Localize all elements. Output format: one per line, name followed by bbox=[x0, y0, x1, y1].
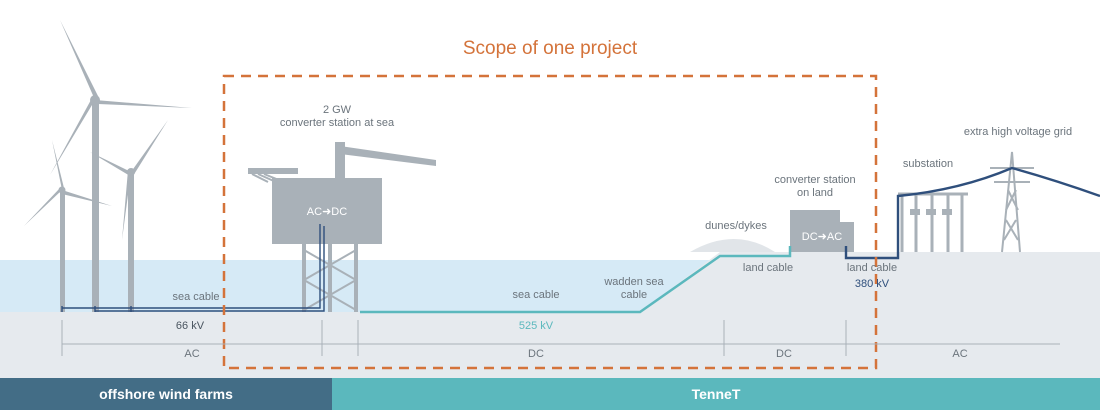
dune bbox=[690, 239, 775, 252]
offshore-wind-farms-band: offshore wind farms bbox=[0, 378, 332, 410]
offshore-station-label: 2 GW converter station at sea bbox=[262, 104, 412, 130]
land bbox=[640, 252, 1100, 312]
project-scope-frame bbox=[222, 74, 878, 370]
substation-label: substation bbox=[902, 158, 954, 170]
land-converter-label: DC➜AC bbox=[801, 231, 843, 243]
land-converter-building bbox=[790, 210, 854, 252]
ac-inter-array-cables bbox=[61, 224, 325, 312]
scope-title: Scope of one project bbox=[462, 38, 638, 59]
segment-axis bbox=[61, 320, 1060, 356]
sea-cable-label-main: sea cable bbox=[512, 289, 560, 301]
tennet-band: TenneT bbox=[332, 378, 1100, 410]
segment-dc-land: DC bbox=[776, 348, 792, 360]
wind-turbines bbox=[24, 20, 192, 312]
segment-ac-grid: AC bbox=[952, 348, 968, 360]
land-station-text: converter station on land bbox=[774, 174, 856, 199]
ac-land-cable bbox=[844, 166, 1100, 260]
dc-cable bbox=[360, 246, 792, 314]
voltage-66kv: 66 kV bbox=[175, 320, 205, 332]
seabed bbox=[0, 312, 1100, 378]
wadden-sea-cable-label: wadden sea cable bbox=[594, 276, 674, 302]
grid-label: extra high voltage grid bbox=[963, 126, 1073, 138]
land-station-label: converter station on land bbox=[752, 174, 878, 200]
offshore-converter-label: AC➜DC bbox=[306, 206, 348, 218]
wadden-sea-cable-text: wadden sea cable bbox=[604, 276, 664, 301]
segment-ac-offshore: AC bbox=[184, 348, 200, 360]
land-cable-label-ac: land cable bbox=[846, 262, 898, 274]
offshore-platform bbox=[248, 142, 436, 312]
land-cable-label-dc: land cable bbox=[742, 262, 794, 274]
sea-cable-label-offshore: sea cable bbox=[172, 291, 220, 303]
dunes-label: dunes/dykes bbox=[705, 220, 767, 232]
segment-dc-main: DC bbox=[528, 348, 544, 360]
offshore-station-text: 2 GW converter station at sea bbox=[279, 104, 395, 129]
voltage-525kv: 525 kV bbox=[518, 320, 554, 332]
voltage-380kv: 380 kV bbox=[854, 278, 890, 290]
substation-structure bbox=[898, 192, 968, 252]
